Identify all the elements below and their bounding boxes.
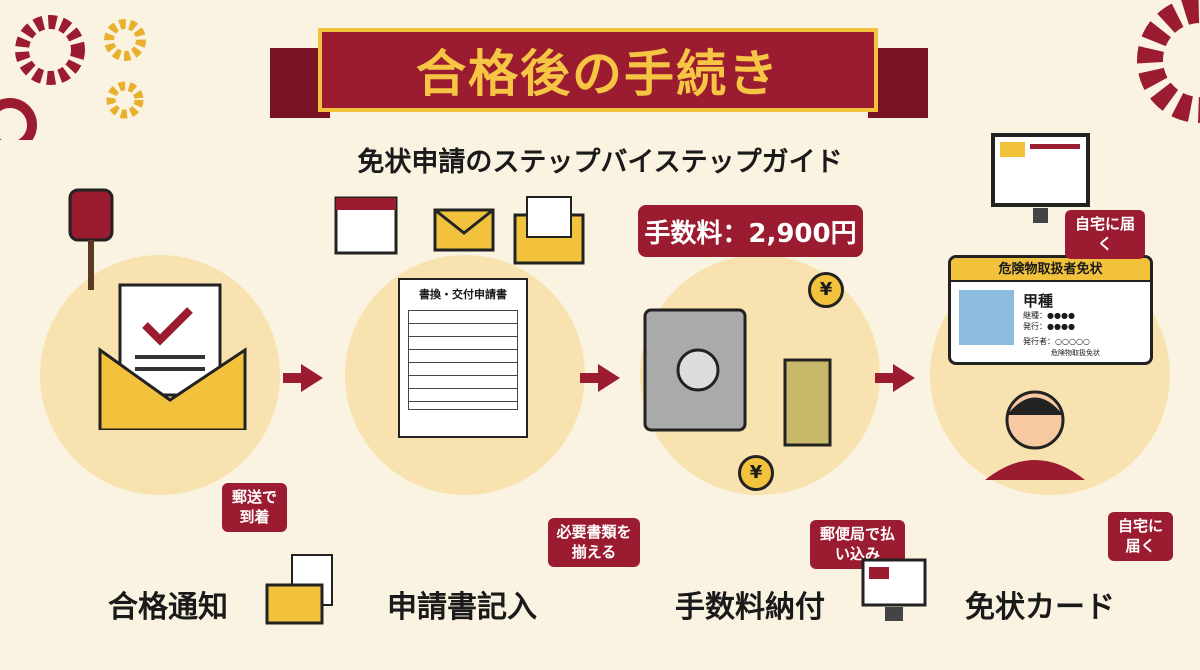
license-card: 危険物取扱者免状 甲種 継種：●●●● 発行：●●●● 発行者：○○○○○ 危険… xyxy=(948,255,1153,365)
card-field: 継種：●●●● xyxy=(1023,311,1075,320)
photo-placeholder xyxy=(959,290,1014,345)
step-label-notification: 合格通知 xyxy=(108,590,228,625)
callout-mail: 郵送で到着 xyxy=(222,483,287,532)
arrow-icon xyxy=(875,364,915,392)
mailbox-icon xyxy=(68,188,114,290)
banner-ribbon-right xyxy=(868,48,928,118)
title-banner: 合格後の手続き xyxy=(318,28,878,112)
cash-icon xyxy=(783,358,832,447)
monitor-icon xyxy=(991,133,1090,223)
callout-home-top: 自宅に届く xyxy=(1065,210,1145,259)
card-class: 甲種 xyxy=(1023,292,1054,310)
page-title: 合格後の手続き xyxy=(416,45,780,103)
callout-documents: 必要書類を揃える xyxy=(548,518,640,567)
envelope-check-icon xyxy=(98,283,247,430)
fee-badge: 手数料：2,900円 xyxy=(638,205,863,257)
step-label-fee: 手数料納付 xyxy=(675,590,825,625)
yen-coin-icon: ¥ xyxy=(738,455,774,491)
card-field: 発行：●●●● xyxy=(1023,322,1075,331)
envelopes-icon xyxy=(433,196,585,265)
form-title: 書換・交付申請書 xyxy=(419,288,507,301)
application-form: 書換・交付申請書 xyxy=(398,278,528,438)
person-icon xyxy=(985,390,1085,480)
card-header: 危険物取扱者免状 xyxy=(951,258,1150,282)
gears-icon xyxy=(0,15,146,140)
step-label-application: 申請書記入 xyxy=(387,590,537,625)
safe-icon xyxy=(643,308,747,432)
card-issuer: 危険物取扱免状 xyxy=(1051,349,1100,357)
card-issuer: 発行者：○○○○○ xyxy=(1023,337,1090,346)
yen-coin-icon: ¥ xyxy=(808,272,844,308)
gear-icon xyxy=(1137,0,1200,123)
subtitle: 免状申請のステップバイステップガイド xyxy=(357,147,843,178)
arrow-icon xyxy=(283,364,323,392)
callout-home: 自宅に届く xyxy=(1108,512,1173,561)
step-label-card: 免状カード xyxy=(965,590,1115,625)
arrow-icon xyxy=(580,364,620,392)
envelope-docs-icon xyxy=(265,554,333,625)
laptop-icon xyxy=(861,558,927,621)
calendar-icon xyxy=(334,196,398,255)
